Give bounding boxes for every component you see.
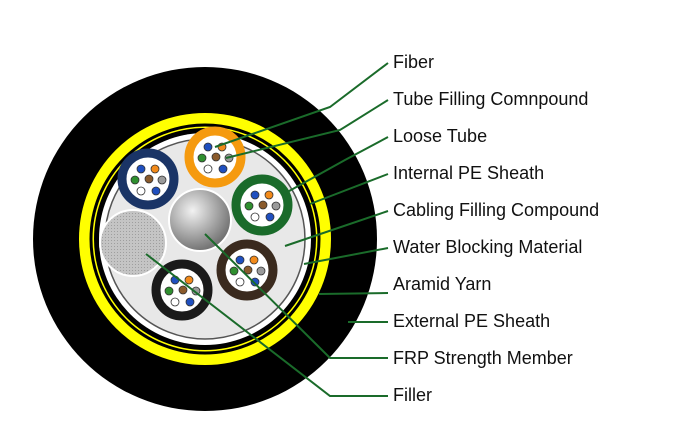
fiber xyxy=(235,255,245,265)
label-external-pe-sheath: External PE Sheath xyxy=(393,311,550,331)
fiber xyxy=(265,212,275,222)
leader-cabling-filling xyxy=(284,210,389,247)
label-internal-pe-sheath: Internal PE Sheath xyxy=(393,163,544,183)
fiber xyxy=(164,286,174,296)
leader-frp-strength-member xyxy=(204,233,388,359)
loose-tube-brown xyxy=(216,239,278,301)
leader-filler xyxy=(145,253,388,397)
filler xyxy=(99,209,167,277)
fiber xyxy=(249,255,259,265)
leader-loose-tube xyxy=(281,136,389,196)
fiber xyxy=(264,190,274,200)
fiber xyxy=(136,186,146,196)
fiber xyxy=(211,152,221,162)
loose-tube-orange xyxy=(184,126,246,188)
fiber xyxy=(170,297,180,307)
fiber xyxy=(229,266,239,276)
fiber xyxy=(151,186,161,196)
leader-internal-pe-sheath xyxy=(309,173,389,205)
leader-water-blocking xyxy=(303,247,389,265)
label-cabling-filling-compound: Cabling Filling Compound xyxy=(393,200,599,220)
leader-tube-filling xyxy=(225,99,389,159)
fiber xyxy=(258,200,268,210)
fiber xyxy=(203,142,213,152)
frp-strength-member xyxy=(168,188,232,252)
label-water-blocking-material: Water Blocking Material xyxy=(393,237,582,257)
loose-tube-black xyxy=(151,259,213,321)
label-tube-filling-compound: Tube Filling Comnpound xyxy=(393,89,588,109)
label-fiber: Fiber xyxy=(393,52,434,72)
fiber xyxy=(185,297,195,307)
fiber xyxy=(157,175,167,185)
fiber xyxy=(244,201,254,211)
fiber xyxy=(184,275,194,285)
fiber xyxy=(178,285,188,295)
fiber xyxy=(197,153,207,163)
fiber xyxy=(136,164,146,174)
fiber xyxy=(203,164,213,174)
fiber xyxy=(250,212,260,222)
fiber xyxy=(271,201,281,211)
label-filler: Filler xyxy=(393,385,432,405)
fiber xyxy=(243,265,253,275)
leader-aramid-yarn xyxy=(318,292,389,295)
fiber xyxy=(250,190,260,200)
fiber xyxy=(235,277,245,287)
aramid-yarn-separator xyxy=(89,123,321,355)
label-frp-strength-member: FRP Strength Member xyxy=(393,348,573,368)
label-loose-tube: Loose Tube xyxy=(393,126,487,146)
fiber xyxy=(130,175,140,185)
label-aramid-yarn: Aramid Yarn xyxy=(393,274,491,294)
fiber xyxy=(256,266,266,276)
fiber xyxy=(250,277,260,287)
fiber xyxy=(150,164,160,174)
fiber xyxy=(218,164,228,174)
loose-tube-navy xyxy=(117,148,179,210)
leader-fiber xyxy=(214,62,389,148)
fiber xyxy=(144,174,154,184)
loose-tube-green xyxy=(231,174,293,236)
